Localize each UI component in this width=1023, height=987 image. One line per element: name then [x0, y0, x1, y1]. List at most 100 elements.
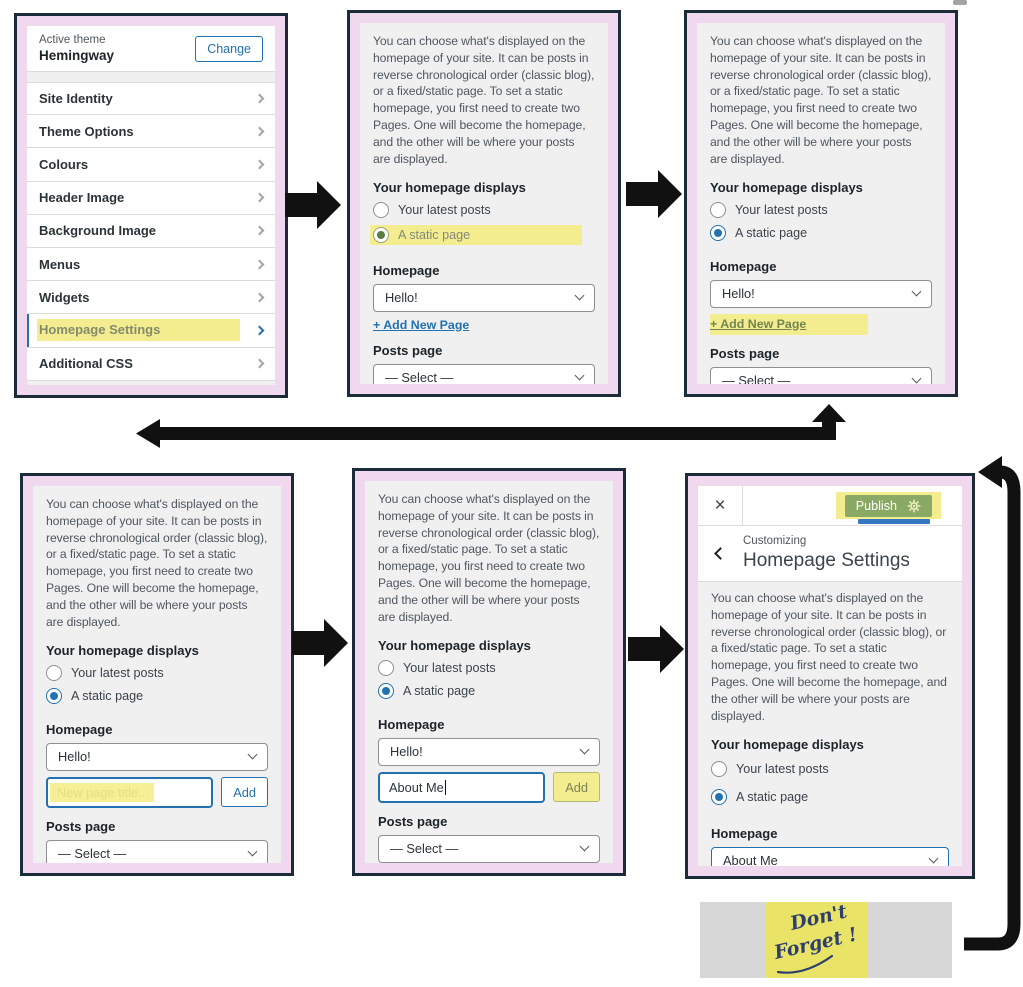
add-button[interactable]: Add: [553, 772, 600, 803]
radio-your-latest-posts[interactable]: Your latest posts: [710, 201, 828, 218]
close-icon: ×: [714, 494, 726, 516]
flow-arrow-step4-to-step5: [292, 619, 348, 667]
posts-page-label: Posts page: [378, 813, 448, 829]
dropdown-chevron-icon: [574, 370, 585, 381]
chevron-right-icon: [254, 126, 265, 137]
radio-a-static-page[interactable]: A static page: [710, 224, 807, 241]
posts-page-label: Posts page: [46, 818, 116, 834]
chevron-right-icon: [254, 325, 265, 336]
radio-your-latest-posts[interactable]: Your latest posts: [378, 659, 496, 676]
customizer-section-header: Customizing Homepage Settings: [698, 526, 962, 582]
highlight-marker: [50, 782, 155, 802]
highlight-marker: Publish: [835, 492, 941, 519]
publish-button[interactable]: Publish: [844, 494, 932, 517]
flow-arrow-step1-to-step2: [285, 181, 341, 229]
step-3-panel: You can choose what's displayed on the h…: [684, 10, 958, 397]
sidebar-item-site-identity[interactable]: Site Identity: [27, 82, 275, 116]
radio-a-static-page[interactable]: A static page: [711, 787, 808, 808]
homepage-select[interactable]: About Me: [711, 846, 949, 866]
chevron-right-icon: [254, 159, 265, 170]
dropdown-chevron-icon: [247, 846, 258, 857]
posts-page-select[interactable]: — Select —: [373, 363, 595, 384]
sidebar-item-theme-options[interactable]: Theme Options: [27, 115, 275, 149]
sidebar-item-background-image[interactable]: Background Image: [27, 214, 275, 248]
sticky-note-photo: Don't Forget !: [700, 902, 952, 978]
homepage-label: Homepage: [710, 258, 777, 274]
chevron-right-icon: [254, 192, 265, 203]
homepage-settings-description: You can choose what's displayed on the h…: [46, 497, 268, 629]
active-theme-label: Active theme: [39, 34, 106, 46]
homepage-select[interactable]: Hello!: [378, 737, 600, 766]
homepage-displays-heading: Your homepage displays: [46, 642, 199, 658]
add-new-page-link-homepage[interactable]: + Add New Page: [373, 317, 470, 332]
posts-page-label: Posts page: [373, 342, 443, 358]
homepage-displays-heading: Your homepage displays: [373, 179, 526, 195]
homepage-select[interactable]: Hello!: [373, 283, 595, 312]
reminder-arrow-to-publish: [964, 456, 1021, 951]
gear-icon[interactable]: [907, 499, 921, 513]
sidebar-item-header-image[interactable]: Header Image: [27, 181, 275, 215]
radio-icon: [711, 761, 727, 778]
dropdown-chevron-icon: [579, 841, 590, 852]
flow-arrow-step2-to-step3: [626, 170, 682, 218]
add-button[interactable]: Add: [221, 777, 268, 808]
homepage-settings-description: You can choose what's displayed on the h…: [378, 492, 600, 624]
radio-icon: [711, 789, 727, 806]
sidebar-item-additional-css[interactable]: Additional CSS: [27, 347, 275, 381]
customizing-label: Customizing: [743, 535, 807, 547]
chevron-left-icon: [714, 547, 727, 560]
theme-name: Hemingway: [39, 48, 115, 63]
customizer-top-bar: × Publish: [698, 486, 962, 526]
handwritten-reminder: Don't Forget !: [771, 902, 859, 974]
posts-page-select[interactable]: — Select —: [46, 839, 268, 863]
homepage-label: Homepage: [373, 262, 440, 278]
radio-a-static-page[interactable]: A static page: [46, 687, 143, 704]
close-button[interactable]: ×: [698, 486, 743, 525]
step-4-panel: You can choose what's displayed on the h…: [20, 473, 294, 876]
sidebar-item-menus[interactable]: Menus: [27, 247, 275, 282]
chevron-right-icon: [254, 225, 265, 236]
radio-your-latest-posts[interactable]: Your latest posts: [711, 759, 829, 780]
posts-page-select[interactable]: — Select —: [710, 366, 932, 384]
step-1-panel: Active theme Hemingway Change Site Ident…: [14, 13, 288, 398]
step-2-panel: You can choose what's displayed on the h…: [347, 10, 621, 397]
radio-icon: [46, 687, 62, 704]
radio-icon: [373, 201, 389, 218]
radio-a-static-page[interactable]: A static page: [378, 682, 475, 699]
radio-your-latest-posts[interactable]: Your latest posts: [373, 201, 491, 218]
posts-page-select[interactable]: — Select —: [378, 834, 600, 863]
homepage-settings-description: You can choose what's displayed on the h…: [373, 34, 595, 166]
dropdown-chevron-icon: [911, 286, 922, 297]
publish-button-edge: [858, 519, 930, 524]
radio-icon: [373, 226, 389, 243]
radio-icon: [710, 201, 726, 218]
sidebar-item-colours[interactable]: Colours: [27, 148, 275, 182]
flow-arrow-step5-to-step6: [628, 625, 684, 673]
homepage-label: Homepage: [46, 721, 113, 737]
homepage-select[interactable]: Hello!: [710, 279, 932, 308]
dropdown-chevron-icon: [574, 290, 585, 301]
radio-a-static-page[interactable]: A static page: [370, 224, 582, 245]
homepage-displays-heading: Your homepage displays: [711, 736, 864, 752]
dropdown-chevron-icon: [579, 744, 590, 755]
back-button[interactable]: [698, 547, 743, 560]
chevron-right-icon: [254, 292, 265, 303]
add-new-page-link-homepage[interactable]: + Add New Page: [710, 313, 869, 335]
text-cursor: [444, 779, 447, 795]
change-theme-button[interactable]: Change: [195, 35, 263, 62]
homepage-displays-heading: Your homepage displays: [710, 179, 863, 195]
homepage-settings-description: You can choose what's displayed on the h…: [711, 591, 947, 723]
dropdown-chevron-icon: [911, 373, 922, 384]
sidebar-item-homepage-settings[interactable]: Homepage Settings: [27, 314, 275, 348]
new-page-title-input[interactable]: About Me: [378, 771, 546, 803]
homepage-select[interactable]: Hello!: [46, 742, 268, 771]
homepage-label: Homepage: [711, 825, 778, 841]
sidebar-item-widgets[interactable]: Widgets: [27, 281, 275, 315]
step-6-panel: × Publish: [685, 473, 975, 879]
radio-your-latest-posts[interactable]: Your latest posts: [46, 664, 164, 681]
chevron-right-icon: [254, 93, 265, 104]
flow-arrow-step3-to-step4-return: [136, 404, 846, 448]
cropped-ui-fragment: [953, 0, 967, 5]
new-page-title-input[interactable]: New page title...: [46, 776, 214, 808]
